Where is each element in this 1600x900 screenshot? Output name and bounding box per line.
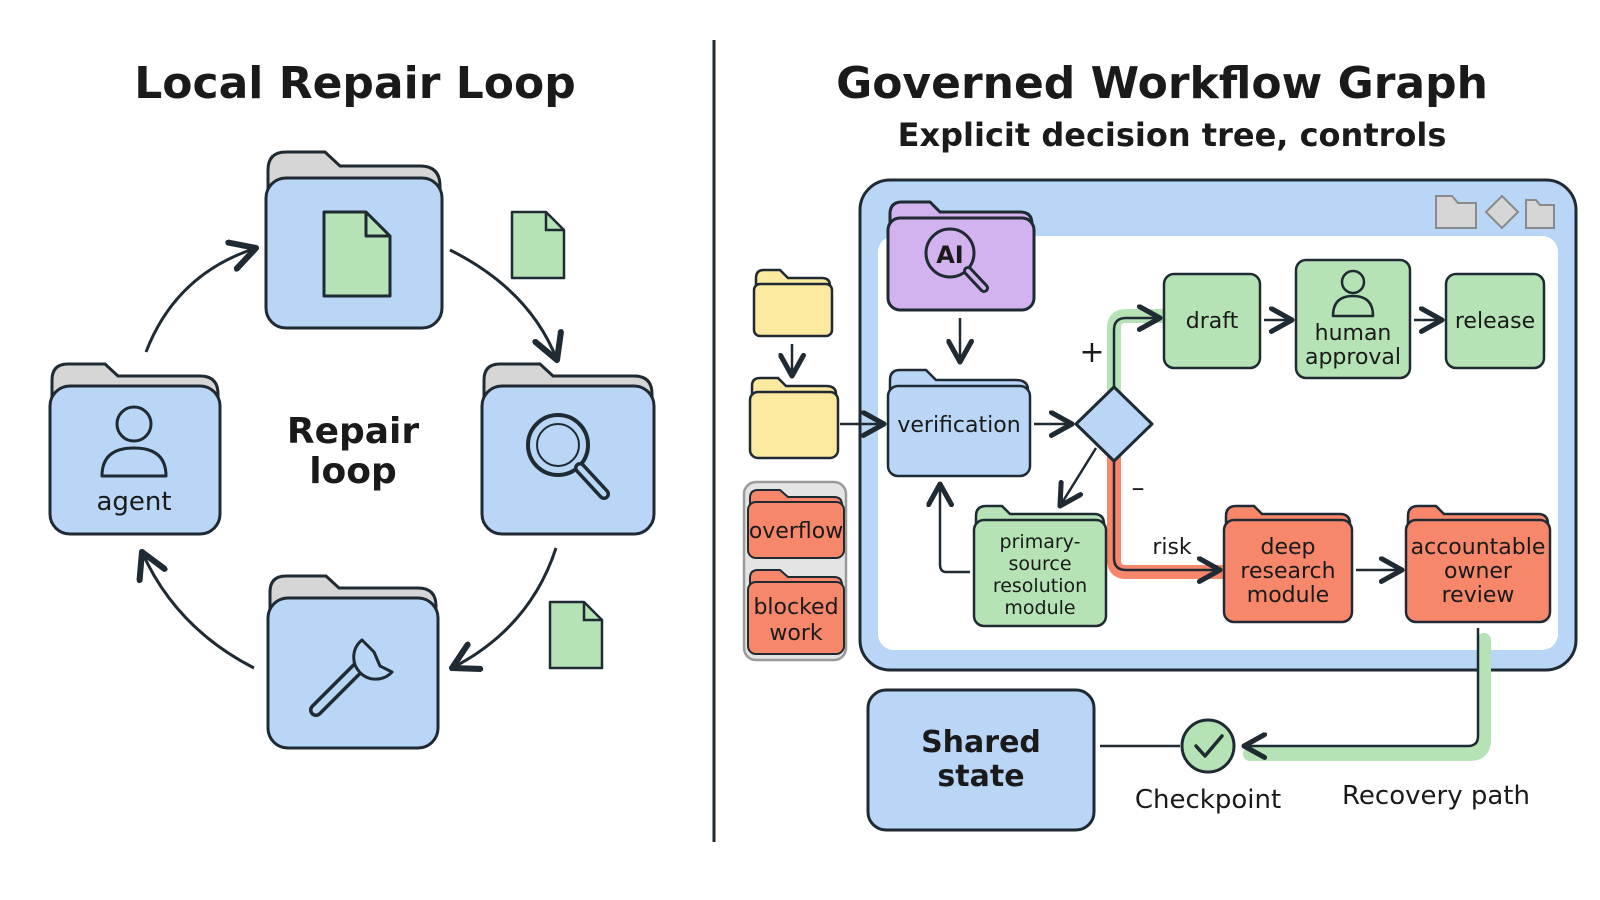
human-approval-node: human approval [1294,258,1412,380]
primary-source-label-2: source [1008,553,1071,575]
human-approval-label-2: approval [1305,345,1401,370]
deep-research-label-1: deep [1261,535,1316,560]
accountable-owner-label-1: accountable [1411,535,1546,560]
shared-state-node [866,688,1096,832]
blocked-work-label-1: blocked [753,595,838,620]
ai-folder: AI [886,200,1036,312]
blocked-work-label-2: work [769,621,822,646]
accountable-owner-node: accountable owner review [1404,504,1552,624]
folder-search [480,362,656,536]
overflow-label: overflow [749,519,843,544]
arrow-decision-to-primary [1060,447,1098,506]
blocked-work-folder: blocked work [747,569,845,655]
arrow-primary-to-verification [940,484,970,574]
input-folder-bottom [748,376,840,460]
wrench-icon [309,638,394,717]
deep-research-label-3: module [1247,583,1329,608]
plus-sign: + [1079,335,1104,370]
agent-label: agent [96,487,171,517]
folder-agent: agent [48,362,222,536]
shared-state-label-2: state [937,759,1024,794]
risk-label: risk [1152,535,1192,560]
deep-research-node: deep research module [1222,504,1354,624]
loop-arrow-left-top [144,248,256,353]
folder-file [264,150,444,330]
primary-source-node: primary- source resolution module [972,504,1108,628]
arrow-decision-to-deep-research [1112,462,1220,570]
decision-diamond [1074,385,1154,463]
minus-sign: – [1132,473,1145,503]
accountable-owner-label-3: review [1442,583,1515,608]
right-title: Governed Workflow Graph [836,58,1488,109]
ai-magnifier-icon [924,227,989,293]
draft-node [1162,272,1262,370]
loop-arrow-bottom-left [142,552,255,670]
recovery-path-label: Recovery path [1342,781,1530,811]
verification-node: verification [886,368,1032,478]
loop-arrow-right-bottom [452,547,558,668]
shared-state-label-1: Shared [921,725,1041,760]
checkpoint-label: Checkpoint [1135,785,1281,815]
release-node [1444,272,1546,370]
recovery-path-highlight [1243,633,1491,761]
primary-source-label-1: primary- [1000,531,1081,553]
repair-loop-label-2: loop [309,451,397,492]
file-icon [510,210,566,280]
release-label: release [1455,309,1535,334]
ai-label: AI [936,241,964,269]
diamond-icon [1484,194,1520,230]
overflow-folder: overflow [747,489,845,559]
draft-label: draft [1186,309,1239,334]
recovery-path-arrow [1244,628,1480,746]
person-icon [1331,269,1375,318]
magnifier-icon [526,413,610,500]
primary-source-label-3: resolution [993,575,1087,597]
repair-loop-label-1: Repair [287,411,420,452]
arrow-decision-to-draft [1112,318,1160,388]
loop-arrow-top-right [449,248,557,360]
person-icon [100,405,168,478]
folder-icon [1525,199,1555,229]
checkmark-icon [1180,718,1236,774]
folder-icon [1435,195,1477,229]
accountable-owner-label-2: owner [1444,559,1513,584]
human-approval-label-1: human [1315,321,1392,346]
folder-repair [266,574,440,750]
primary-source-label-4: module [1004,597,1075,619]
file-icon [548,600,604,670]
verification-label: verification [897,413,1020,438]
left-title: Local Repair Loop [134,58,575,109]
input-folder-top [752,268,834,338]
right-subtitle: Explicit decision tree, controls [898,116,1447,154]
deep-research-label-2: research [1240,559,1335,584]
file-icon [322,210,392,298]
